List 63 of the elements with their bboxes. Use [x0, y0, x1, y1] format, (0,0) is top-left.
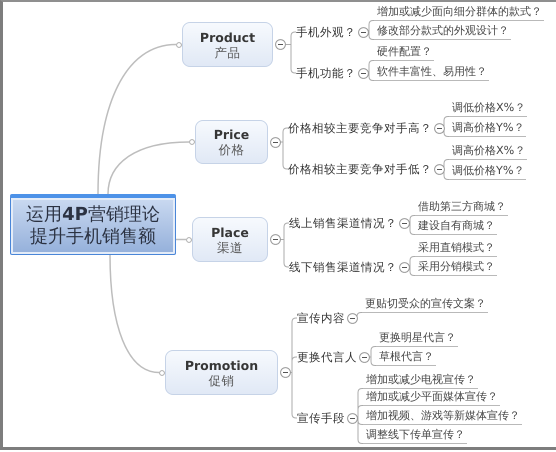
- connector-line: [280, 142, 288, 170]
- connector-line: [356, 312, 362, 318]
- subtopic-text: 手机外观？: [296, 24, 356, 40]
- connector-line: [97, 44, 176, 194]
- underlined-topic: 修改部分款式的外观设计？: [374, 23, 511, 40]
- underlined-topic: 增加视频、游戏等新媒体宣传？: [363, 408, 522, 425]
- connector-line: [368, 32, 374, 40]
- topic-title: Promotion: [184, 358, 258, 372]
- underlined-topic: 调整线下传单宣传？: [363, 427, 467, 444]
- subtopic-text: 价格相较主要竞争对手低？: [288, 161, 432, 177]
- connector-line: [368, 72, 374, 81]
- topic-subtitle: 促销: [208, 372, 234, 388]
- connector-line: [107, 141, 190, 194]
- connector-line: [444, 116, 450, 128]
- underlined-topic: 软件丰富性、易用性？: [374, 64, 489, 81]
- underlined-topic: 建设自有商城？: [415, 218, 497, 235]
- underlined-topic: 更换明星代言？: [376, 330, 458, 347]
- connector-line: [369, 356, 376, 366]
- underlined-topic: 硬件配置？: [374, 44, 434, 61]
- subtopic-text: 宣传内容: [297, 310, 345, 326]
- connector-line: [290, 372, 298, 418]
- underlined-topic: 调高价格X%？: [449, 143, 528, 160]
- subtopic-text: 手机功能？: [296, 65, 356, 81]
- underlined-topic: 更贴切受众的宣传文案？: [362, 296, 488, 313]
- connector-line: [444, 159, 450, 170]
- topic-title: Product: [200, 30, 256, 44]
- connector-line: [280, 128, 288, 142]
- connector-line: [409, 215, 416, 224]
- underlined-topic: 采用分销模式？: [415, 259, 497, 276]
- underlined-topic: 增加或减少电视宣传？: [363, 372, 478, 389]
- connector-line: [176, 238, 186, 240]
- connector-line: [409, 256, 416, 268]
- connector-line: [409, 222, 416, 235]
- subtopic-text: 价格相较主要竞争对手高？: [288, 120, 432, 136]
- topic-subtitle: 渠道: [217, 240, 243, 254]
- central-topic-text: 运用4P营销理论提升手机销售额: [25, 204, 161, 248]
- underlined-topic: 调高价格Y%？: [449, 120, 526, 137]
- central-topic-box: [10, 194, 176, 255]
- underlined-topic: 增加或减少面向细分群体的款式？: [374, 4, 544, 21]
- connector-line: [285, 44, 296, 74]
- subtopic-text: 宣传手段: [297, 410, 345, 426]
- connector-line: [109, 254, 160, 374]
- connector-line: [357, 418, 364, 444]
- underlined-topic: 调低价格X%？: [449, 100, 528, 117]
- subtopic-text: 更换代言人: [297, 349, 357, 365]
- connector-line: [369, 346, 376, 358]
- connector-line: [357, 405, 364, 418]
- underlined-topic: 借助第三方商城？: [415, 199, 508, 216]
- topic-subtitle: 价格: [218, 142, 244, 157]
- underlined-topic: 草根代言？: [376, 349, 436, 366]
- connector-line: [290, 356, 298, 373]
- topic-title: Place: [211, 224, 249, 240]
- connector-line: [409, 266, 416, 276]
- underlined-topic: 增加或减少平面媒体宣传？: [363, 389, 500, 406]
- connector-line: [368, 60, 374, 74]
- underlined-topic: 调低价格Y%？: [449, 163, 526, 180]
- topic-title: Price: [214, 127, 250, 142]
- connector-line: [368, 20, 374, 32]
- topic-subtitle: 产品: [214, 44, 240, 60]
- connector-line: [280, 239, 290, 268]
- subtopic-text: 线上销售渠道情况？: [289, 215, 397, 231]
- subtopic-text: 线下销售渠道情况？: [289, 259, 397, 275]
- underlined-topic: 采用直销模式？: [415, 240, 497, 257]
